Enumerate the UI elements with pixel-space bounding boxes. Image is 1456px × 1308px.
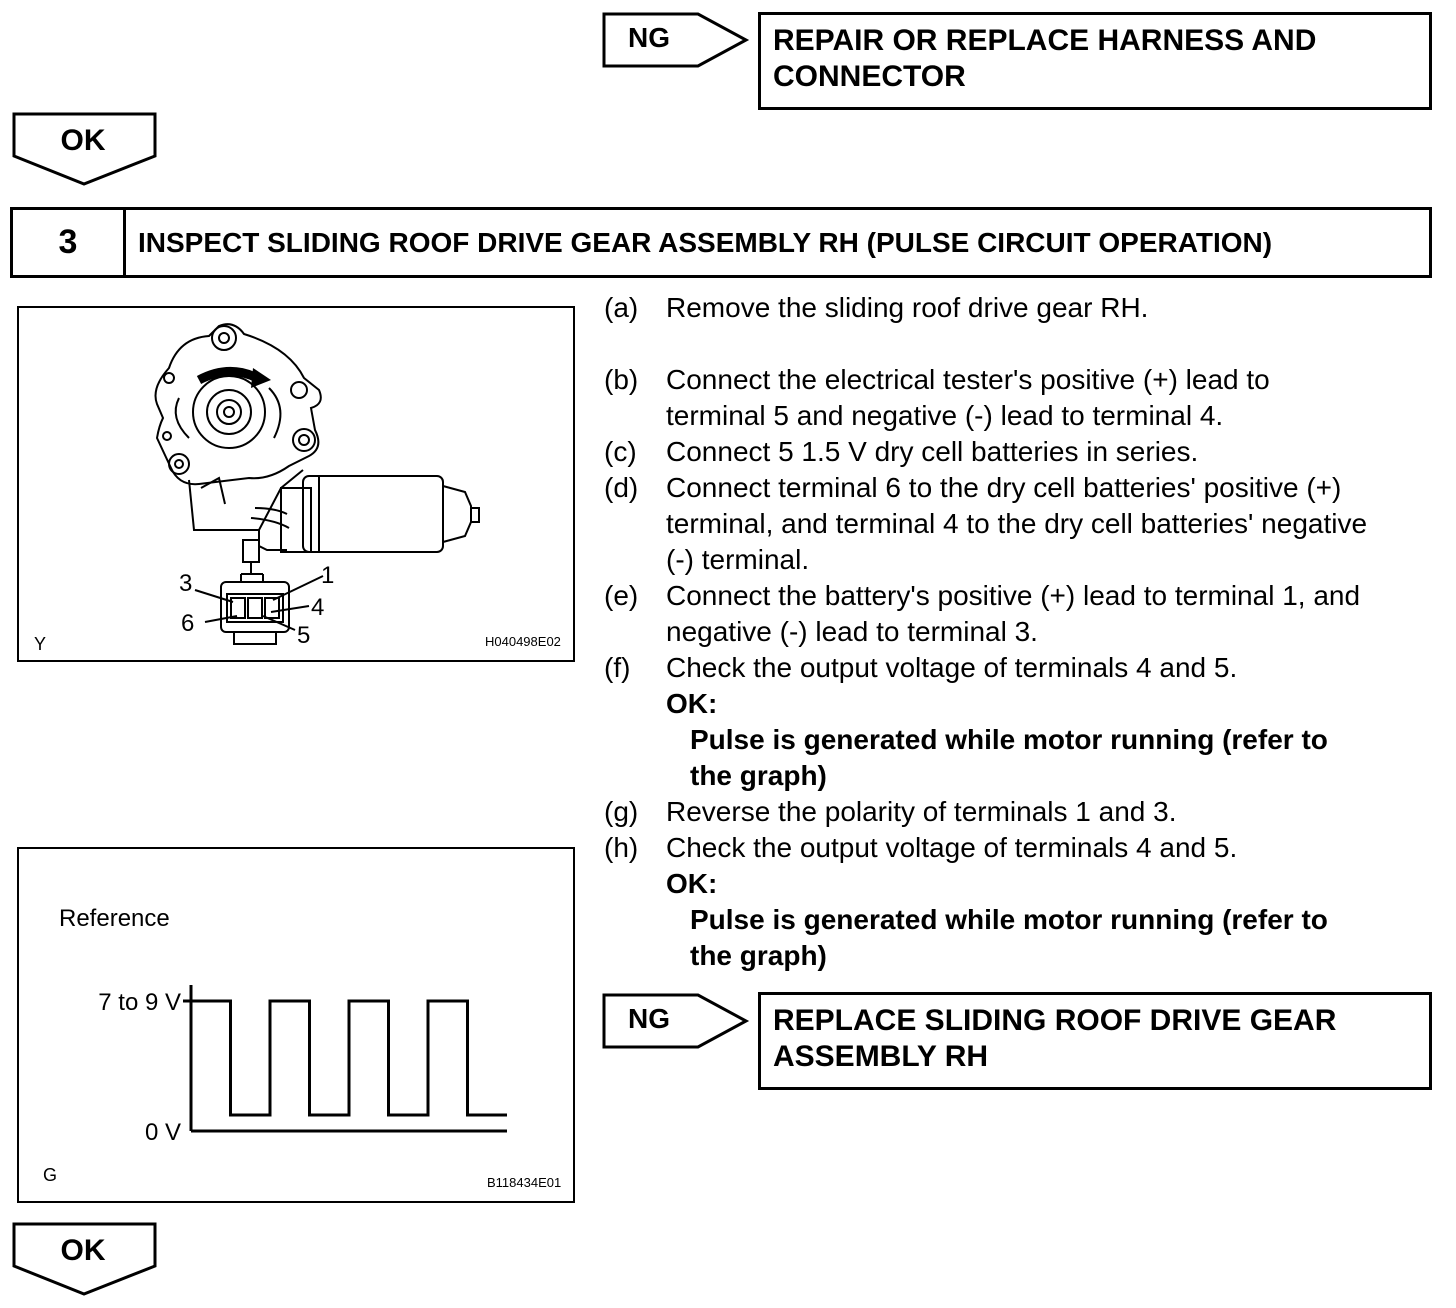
ok-criteria-line: Pulse is generated while motor running (… [690, 904, 1328, 935]
ok-tag-label: OK [60, 124, 106, 157]
terminal-label-6: 6 [181, 610, 195, 637]
step-text: Reverse the polarity of terminals 1 and … [666, 794, 1434, 830]
ok-criteria-line: Pulse is generated while motor running (… [690, 724, 1328, 755]
ng-arrow-shape [602, 993, 750, 1049]
step-text: Connect the electrical tester's positive… [666, 362, 1434, 434]
y-label-high: 7 to 9 V [98, 989, 181, 1016]
y-label-low: 0 V [144, 1119, 181, 1146]
step-label: (h) [604, 832, 639, 863]
step-line: Connect the battery's positive (+) lead … [666, 580, 1361, 611]
step-text: Connect 5 1.5 V dry cell batteries in se… [666, 434, 1434, 470]
ok-criteria-line: the graph) [690, 760, 827, 791]
step-c: (c) Connect 5 1.5 V dry cell batteries i… [604, 434, 1434, 470]
terminal-label-1: 1 [321, 562, 335, 589]
result-line-2: CONNECTOR [773, 60, 966, 93]
replace-drive-gear-result-box: REPLACE SLIDING ROOF DRIVE GEAR ASSEMBLY… [758, 992, 1432, 1090]
step-label: (e) [604, 580, 639, 611]
step-d: (d) Connect terminal 6 to the dry cell b… [604, 470, 1434, 578]
terminal-label-4: 4 [311, 594, 325, 621]
step-text: Check the output voltage of terminals 4 … [666, 650, 1434, 686]
step-line: terminal 5 and negative (-) lead to term… [666, 400, 1224, 431]
procedure-steps: (a) Remove the sliding roof drive gear R… [604, 290, 1434, 974]
step-label: (d) [604, 472, 639, 503]
step-label: (a) [604, 292, 639, 323]
terminal-label-3: 3 [179, 570, 193, 597]
graph-reference-label: Reference [59, 905, 170, 932]
figure-id: B118434E01 [487, 1175, 562, 1190]
ok-arrow-shape [12, 1222, 157, 1296]
step-e: (e) Connect the battery's positive (+) l… [604, 578, 1434, 650]
step-text: Connect the battery's positive (+) lead … [666, 578, 1434, 650]
ng-tag-bottom: NG [602, 993, 752, 1049]
ng-tag-top: NG [602, 12, 752, 68]
ok-criteria-label: OK: [666, 688, 718, 719]
repair-harness-result-box: REPAIR OR REPLACE HARNESS AND CONNECTOR [758, 12, 1432, 110]
step-g: (g) Reverse the polarity of terminals 1 … [604, 794, 1434, 830]
drive-gear-figure: 3 1 4 6 5 Y H040498E02 [17, 306, 575, 662]
drive-gear-illustration [154, 323, 480, 645]
step-line: Connect terminal 6 to the dry cell batte… [666, 472, 1342, 503]
pulse-chart [183, 985, 507, 1133]
step-b: (b) Connect the electrical tester's posi… [604, 362, 1434, 434]
terminal-label-5: 5 [297, 622, 311, 649]
ok-criteria-line: the graph) [690, 940, 827, 971]
step-label: (b) [604, 364, 639, 395]
result-line-2: ASSEMBLY RH [773, 1040, 989, 1073]
figure-corner-label: Y [34, 634, 47, 654]
step-label: (c) [604, 436, 637, 467]
step-line: Check the output voltage of terminals 4 … [666, 832, 1238, 863]
step-h: (h) Check the output voltage of terminal… [604, 830, 1434, 866]
result-line-1: REPAIR OR REPLACE HARNESS AND [773, 24, 1317, 57]
ok-tag-2: OK [12, 1222, 158, 1298]
step-header: 3 INSPECT SLIDING ROOF DRIVE GEAR ASSEMB… [10, 207, 1432, 278]
pulse-waveform [191, 999, 507, 1117]
step-text: Remove the sliding roof drive gear RH. [666, 290, 1434, 326]
step-number: 3 [13, 210, 126, 275]
step-line: Remove the sliding roof drive gear RH. [666, 292, 1149, 323]
step-line: negative (-) lead to terminal 3. [666, 616, 1038, 647]
step-text: Connect terminal 6 to the dry cell batte… [666, 470, 1434, 578]
step-a: (a) Remove the sliding roof drive gear R… [604, 290, 1434, 326]
result-line-1: REPLACE SLIDING ROOF DRIVE GEAR [773, 1004, 1337, 1037]
step-line: Connect 5 1.5 V dry cell batteries in se… [666, 436, 1199, 467]
step-label: (f) [604, 652, 631, 683]
figure-corner-label: G [43, 1165, 58, 1185]
step-line: Reverse the polarity of terminals 1 and … [666, 796, 1177, 827]
ok-arrow-shape [12, 112, 157, 186]
step-line: (-) terminal. [666, 544, 810, 575]
ng-arrow-shape [602, 12, 750, 68]
step-label: (g) [604, 796, 639, 827]
step-title: INSPECT SLIDING ROOF DRIVE GEAR ASSEMBLY… [138, 226, 1273, 258]
step-line: terminal, and terminal 4 to the dry cell… [666, 508, 1368, 539]
step-f: (f) Check the output voltage of terminal… [604, 650, 1434, 686]
figure-id: H040498E02 [485, 634, 561, 649]
ng-tag-label: NG [628, 1003, 670, 1034]
ok-tag-1: OK [12, 112, 158, 188]
ng-tag-label: NG [628, 22, 670, 53]
step-line: Connect the electrical tester's positive… [666, 364, 1270, 395]
pulse-graph-figure: Reference 7 to 9 V 0 V G B118434E01 [17, 847, 575, 1203]
step-text: Check the output voltage of terminals 4 … [666, 830, 1434, 866]
step-line: Check the output voltage of terminals 4 … [666, 652, 1238, 683]
ok-tag-label: OK [60, 1234, 106, 1267]
ok-criteria-label: OK: [666, 868, 718, 899]
